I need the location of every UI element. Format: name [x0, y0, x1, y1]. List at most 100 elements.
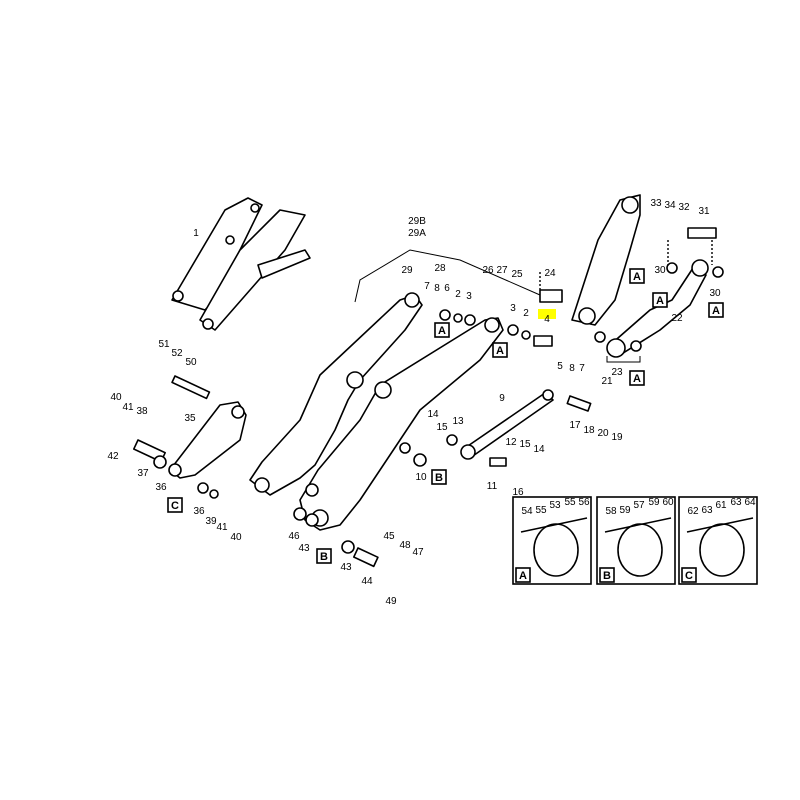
callout-38: 38 — [136, 406, 148, 417]
detail-ref-B: B — [320, 551, 328, 563]
clamp-ring-icon — [699, 523, 745, 577]
tilt-link — [571, 194, 641, 326]
detail-ref-box-A — [708, 302, 724, 318]
detail-ref-A: A — [633, 373, 641, 385]
callout-11: 11 — [487, 481, 498, 492]
hydraulic-cylinder-9 — [460, 389, 592, 460]
detail-ref-box-A — [434, 322, 450, 338]
callout-16: 16 — [512, 487, 524, 498]
detail-ref-box-B — [599, 567, 615, 583]
callout-40: 40 — [230, 532, 242, 543]
lift-arm-right — [299, 317, 504, 531]
callout-40: 40 — [110, 392, 122, 403]
detail-ref-box-A — [492, 342, 508, 358]
callout-9: 9 — [499, 393, 505, 404]
callout-26: 26 — [482, 265, 494, 276]
clamp-bolt-icon — [604, 517, 672, 533]
callout-49: 49 — [385, 596, 397, 607]
callout-36: 36 — [193, 506, 205, 517]
callout-3: 3 — [466, 291, 472, 302]
detail-ref-box-A — [629, 370, 645, 386]
callout-31: 31 — [698, 206, 710, 217]
detail-ref-C: C — [685, 570, 693, 582]
callout-7: 7 — [579, 363, 585, 374]
callout-39: 39 — [205, 516, 217, 527]
callout-6: 6 — [444, 283, 450, 294]
lift-frame-assembly-thumbnail — [171, 197, 311, 331]
clamp-bolt-icon — [686, 517, 754, 533]
callout-12: 12 — [505, 437, 517, 448]
inset-callout-55: 55 — [564, 497, 576, 508]
callout-24: 24 — [544, 268, 556, 279]
callout-17: 17 — [569, 420, 581, 431]
link-35 — [132, 375, 247, 479]
detail-ref-A: A — [656, 295, 664, 307]
callout-41: 41 — [216, 522, 228, 533]
inset-callout-57: 57 — [633, 500, 645, 511]
callout-43: 43 — [340, 562, 352, 573]
callout-10: 10 — [415, 472, 427, 483]
inset-callout-56: 56 — [578, 497, 590, 508]
detail-ref-box-A — [652, 292, 668, 308]
callout-47: 47 — [412, 547, 424, 558]
inset-callout-63: 63 — [730, 497, 742, 508]
callout-2: 2 — [455, 289, 461, 300]
callout-8: 8 — [569, 363, 575, 374]
detail-ref-box-A — [629, 268, 645, 284]
inset-callout-54: 54 — [521, 506, 533, 517]
detail-ref-box-B — [316, 548, 332, 564]
callout-32: 32 — [678, 202, 690, 213]
callout-29: 29 — [401, 265, 413, 276]
callout-50: 50 — [185, 357, 197, 368]
detail-ref-C: C — [171, 500, 179, 512]
callout-22: 22 — [671, 313, 683, 324]
inset-callout-60: 60 — [662, 497, 674, 508]
inset-callout-64: 64 — [744, 497, 756, 508]
callout-28: 28 — [434, 263, 446, 274]
callout-15: 15 — [519, 439, 531, 450]
detail-ref-A: A — [496, 345, 504, 357]
inset-callout-59: 59 — [619, 505, 631, 516]
callout-52: 52 — [171, 348, 183, 359]
inset-callout-61: 61 — [715, 500, 727, 511]
detail-ref-A: A — [438, 325, 446, 337]
callout-33: 33 — [650, 198, 662, 209]
callout-29A: 29A — [408, 228, 426, 239]
inset-callout-59: 59 — [648, 497, 660, 508]
lift-arm-left — [249, 292, 423, 496]
inset-callout-55: 55 — [535, 505, 547, 516]
clamp-ring-icon — [617, 523, 663, 577]
callout-20: 20 — [597, 428, 609, 439]
callout-43: 43 — [298, 543, 310, 554]
callout-37: 37 — [137, 468, 149, 479]
callout-36: 36 — [155, 482, 167, 493]
detail-ref-A: A — [712, 305, 720, 317]
detail-ref-B: B — [435, 472, 443, 484]
callout-51: 51 — [158, 339, 170, 350]
detail-ref-B: B — [603, 570, 611, 582]
detail-ref-box-A — [515, 567, 531, 583]
callout-18: 18 — [583, 425, 595, 436]
clamp-bolt-icon — [520, 517, 588, 533]
callout-30: 30 — [654, 265, 666, 276]
inset-callout-58: 58 — [605, 506, 617, 517]
callout-42: 42 — [107, 451, 119, 462]
callout-1: 1 — [193, 228, 199, 239]
inset-callout-62: 62 — [687, 506, 699, 517]
callout-34: 34 — [664, 200, 676, 211]
detail-ref-A: A — [519, 570, 527, 582]
callout-45: 45 — [383, 531, 395, 542]
detail-ref-box-B — [431, 469, 447, 485]
callout-46: 46 — [288, 531, 300, 542]
callout-5: 5 — [557, 361, 563, 372]
callout-30: 30 — [709, 288, 721, 299]
callout-3: 3 — [510, 303, 516, 314]
callout-27: 27 — [496, 265, 508, 276]
callout-25: 25 — [511, 269, 523, 280]
detail-ref-box-C — [167, 497, 183, 513]
